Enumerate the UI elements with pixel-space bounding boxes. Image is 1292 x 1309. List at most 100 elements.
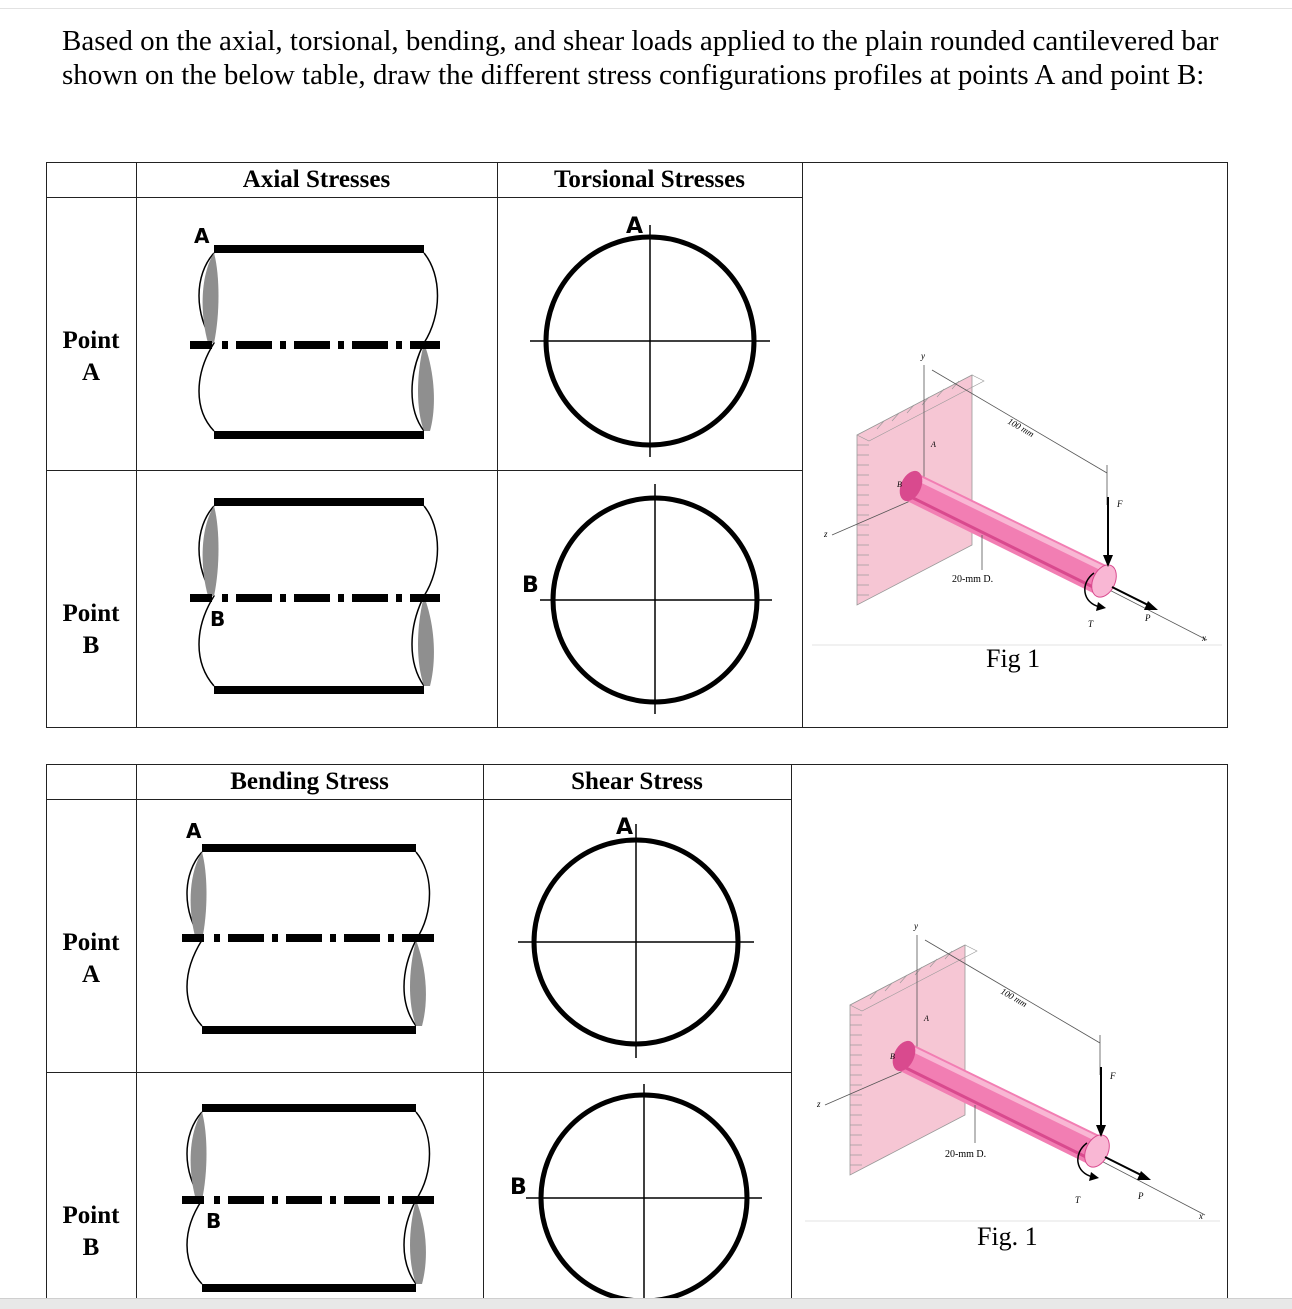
- row-label-point-b: Point B: [46, 1200, 136, 1264]
- table2-border-top: [46, 764, 1228, 765]
- left-break-hatch: [190, 1112, 207, 1200]
- point-b-label: B: [522, 573, 539, 598]
- row-label-line2: A: [81, 961, 101, 988]
- point-a-figure-label: A: [923, 1014, 929, 1023]
- x-axis-label: x: [1201, 633, 1206, 643]
- row-label-point-a: Point A: [46, 927, 136, 991]
- header-bending-stress: Bending Stress: [230, 768, 389, 795]
- point-a-label: A: [616, 815, 633, 840]
- table1-col-rule-3: [802, 162, 803, 728]
- table1-row-rule: [46, 470, 802, 471]
- length-label: 100 mm: [1006, 416, 1036, 439]
- top-divider: [0, 8, 1292, 9]
- force-label: F: [1116, 499, 1123, 509]
- axial-load-arrow: [1111, 586, 1153, 608]
- cantilever-bar-figure-1: y z x 100 mm A B F P T 20-mm D.: [812, 351, 1222, 646]
- row-label-line1: Point: [62, 929, 120, 956]
- bar-top-edge: [202, 1104, 416, 1112]
- left-break-hatch: [202, 253, 219, 343]
- point-a-label: A: [626, 214, 643, 239]
- diameter-label: 20-mm D.: [945, 1149, 986, 1160]
- bar-bottom-edge: [214, 686, 424, 694]
- point-a-label: A: [186, 819, 202, 843]
- point-b-figure-label: B: [890, 1052, 895, 1061]
- point-a-figure-label: A: [930, 440, 936, 449]
- y-axis-label: y: [920, 351, 925, 361]
- bar-bottom-edge: [214, 431, 424, 439]
- bottom-scroll-edge: [0, 1298, 1292, 1309]
- left-break-hatch: [190, 852, 207, 940]
- bar-segment-diagram-axial-b: B: [190, 498, 440, 694]
- torque-arrow: [1077, 1142, 1094, 1178]
- right-break-hatch: [410, 1200, 426, 1284]
- torque-label: T: [1088, 619, 1094, 629]
- length-dimension: [924, 939, 1101, 1044]
- axial-load-arrow: [1104, 1156, 1146, 1178]
- diameter-label: 20-mm D.: [952, 574, 993, 585]
- row-label-line2: B: [82, 632, 100, 659]
- table2-col-rule-2: [483, 764, 484, 1298]
- left-break-hatch: [202, 506, 219, 596]
- right-break-hatch: [410, 940, 426, 1026]
- point-b-label: B: [210, 607, 225, 631]
- axial-load-label: P: [1137, 1191, 1144, 1201]
- header-shear-stress: Shear Stress: [571, 768, 703, 795]
- figure-caption-1: Fig 1: [986, 644, 1041, 673]
- cross-section-circle-shear-a: A: [518, 815, 754, 1058]
- round-bar: [892, 1040, 1110, 1168]
- y-axis-label: y: [913, 921, 918, 931]
- axial-load-label: P: [1144, 613, 1151, 623]
- z-axis-label: z: [823, 529, 828, 539]
- bar-bottom-edge: [202, 1284, 416, 1292]
- bar-segment-diagram-axial-a: A: [190, 224, 440, 439]
- torque-label: T: [1075, 1195, 1081, 1205]
- row-label-line2: B: [82, 1234, 100, 1261]
- point-a-label: A: [194, 224, 210, 248]
- bar-top-edge: [214, 245, 424, 253]
- figure-caption-2: Fig. 1: [977, 1222, 1038, 1251]
- row-label-line2: A: [81, 359, 101, 386]
- length-dimension: [931, 369, 1108, 474]
- cross-section-circle-torsional-b: B: [522, 484, 772, 714]
- table1-border-top: [46, 162, 1228, 163]
- centerline: [182, 934, 434, 942]
- table2-col-rule-3: [791, 764, 792, 1298]
- table1-header-rule: [46, 197, 802, 198]
- point-b-label: B: [510, 1175, 527, 1200]
- table2-col-rule-1: [136, 764, 137, 1298]
- length-label: 100 mm: [999, 986, 1029, 1009]
- table1-border-bottom: [46, 727, 1228, 728]
- cross-section-circle-shear-b: B: [510, 1084, 762, 1298]
- bar-top-edge: [214, 498, 424, 506]
- header-axial-stresses: Axial Stresses: [242, 166, 391, 193]
- cantilever-bar-figure-2: y z x 100 mm A B F P T 20-mm D.: [805, 921, 1220, 1222]
- problem-statement: Based on the axial, torsional, bending, …: [62, 25, 1219, 91]
- right-break-hatch: [418, 343, 434, 431]
- row-label-point-b: Point B: [46, 598, 136, 662]
- point-b-label: B: [206, 1209, 221, 1233]
- table1-border-right: [1227, 162, 1228, 728]
- row-label-point-a: Point A: [46, 325, 136, 389]
- force-label: F: [1109, 1071, 1116, 1081]
- centerline: [182, 1196, 434, 1204]
- bar-segment-diagram-bending-b: B: [182, 1104, 434, 1292]
- bar-segment-diagram-bending-a: A: [182, 819, 434, 1034]
- torque-arrow: [1084, 572, 1101, 608]
- row-label-line1: Point: [62, 1202, 120, 1229]
- bar-bottom-edge: [202, 1026, 416, 1034]
- table1-col-rule-2: [497, 162, 498, 728]
- row-label-line1: Point: [62, 327, 120, 354]
- x-axis-label: x: [1198, 1211, 1203, 1221]
- bar-top-edge: [202, 844, 416, 852]
- row-label-line1: Point: [62, 600, 120, 627]
- z-axis-label: z: [816, 1099, 821, 1109]
- right-break-hatch: [418, 596, 434, 686]
- table1-border-left: [46, 162, 47, 728]
- cross-section-circle-torsional-a: A: [530, 214, 770, 457]
- table1-col-rule-1: [136, 162, 137, 728]
- table2-header-rule: [46, 799, 791, 800]
- table2-border-right: [1227, 764, 1228, 1298]
- point-b-figure-label: B: [897, 480, 902, 489]
- centerline: [190, 341, 440, 349]
- table2-row-rule: [46, 1072, 791, 1073]
